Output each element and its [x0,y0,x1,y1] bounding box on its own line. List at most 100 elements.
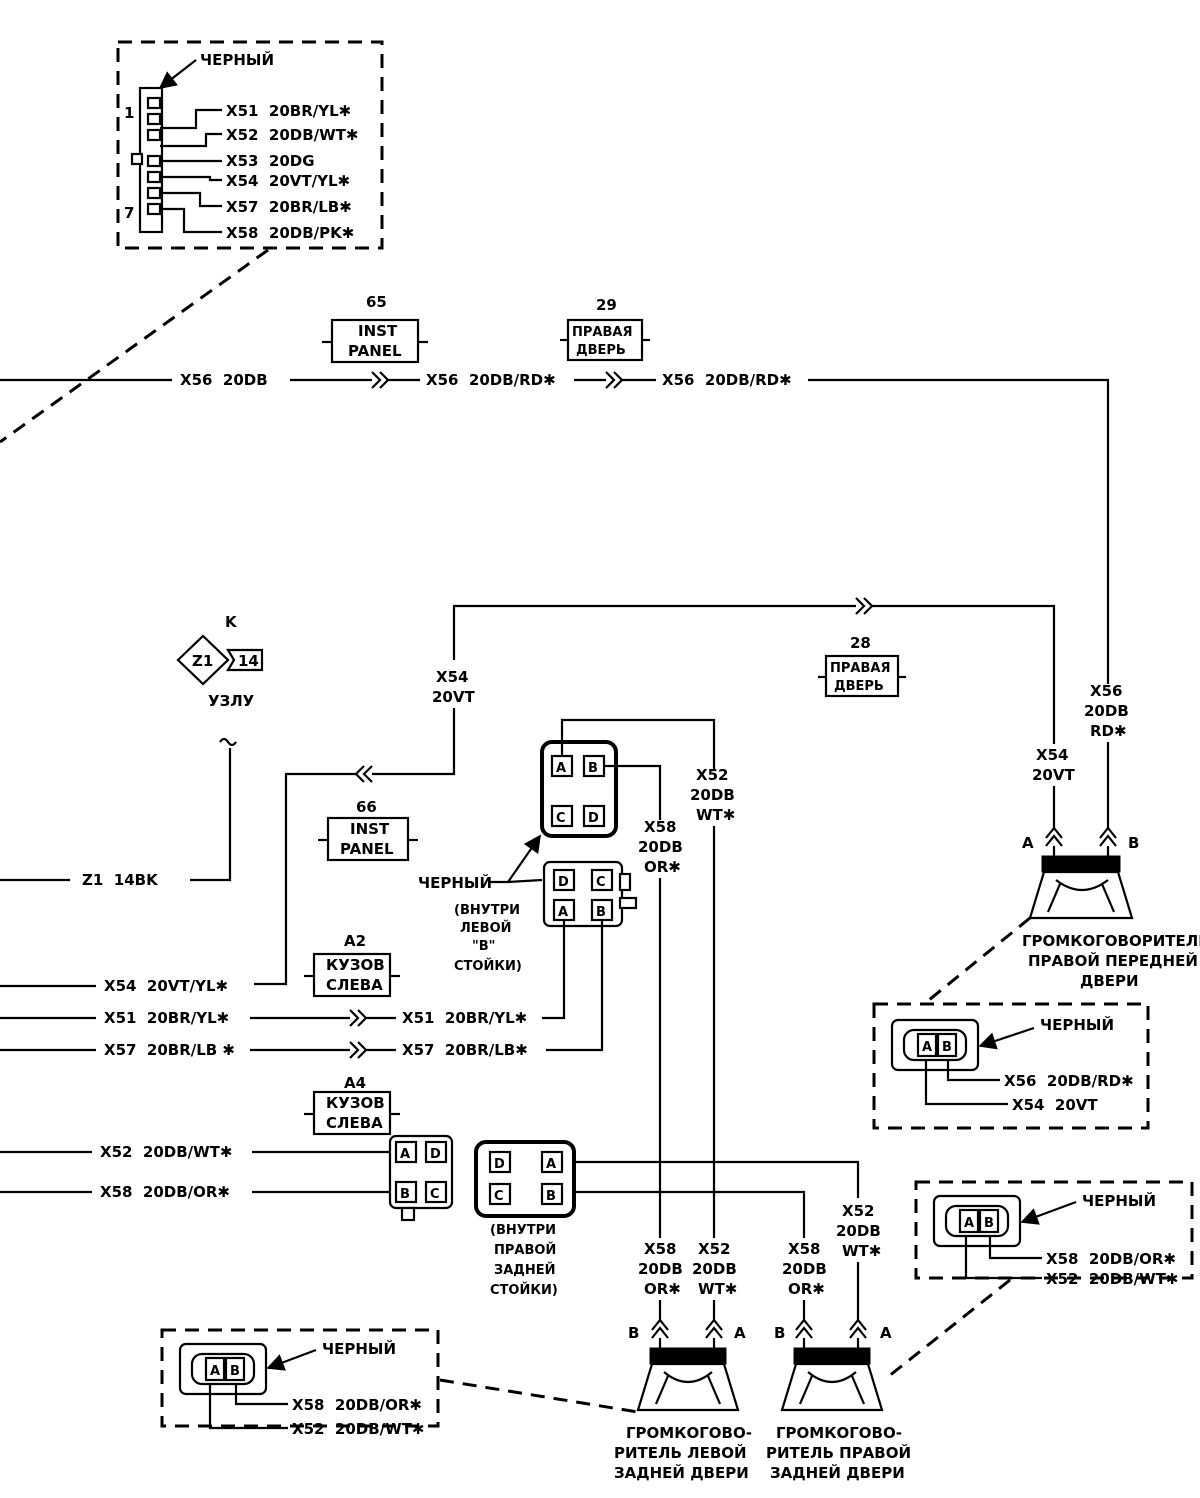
svg-text:WT✱: WT✱ [842,1242,881,1260]
speaker-rf-line2: ПРАВОЙ ПЕРЕДНЕЙ [1028,951,1198,970]
svg-text:20DB: 20DB [782,1260,827,1278]
svg-text:PANEL: PANEL [348,342,402,360]
speaker-rr-line1: ГРОМКОГОВО- [776,1424,902,1442]
speaker-right-rear: X58 20DB OR✱ B A ГРОМКОГОВО- РИТЕЛЬ ПРАВ… [766,1240,911,1482]
svg-text:D: D [558,875,569,890]
svg-text:66: 66 [356,798,377,816]
wire-x56-mid-label: X56 20DB/RD✱ [426,371,556,389]
wire-z1-label: Z1 14BK [82,871,159,889]
wire-x54-route: X54 20VT [254,597,1056,986]
svg-text:29: 29 [596,296,617,314]
wire-x56-top: X56 20DB X56 20DB/RD✱ X56 20DB/RD✱ [0,371,1110,684]
svg-text:X52 20DB/WT✱: X52 20DB/WT✱ [292,1420,424,1438]
svg-text:A: A [546,1157,556,1172]
speaker-right-front: X56 20DB RD✱ X54 20VT A B ГРОМКОГОВОРИТЕ… [1022,682,1200,990]
wire-x56-right-label: X56 20DB/RD✱ [662,371,792,389]
splice-28: 28 ПРАВАЯ ДВЕРЬ [818,634,906,698]
top-wire-x57: X57 20BR/LB✱ [226,198,352,216]
svg-text:RD✱: RD✱ [1090,722,1127,740]
splice-a2: A2 КУЗОВ СЛЕВА [304,932,400,998]
svg-text:C: C [430,1187,440,1202]
splice-a4: A4 КУЗОВ СЛЕВА [304,1074,400,1136]
speaker-lr-line3: ЗАДНЕЙ ДВЕРИ [614,1463,749,1482]
b-pillar-color: ЧЕРНЫЙ [418,873,492,892]
svg-text:D: D [588,811,599,826]
speaker-rr-line3: ЗАДНЕЙ ДВЕРИ [770,1463,905,1482]
svg-text:C: C [556,811,566,826]
top-wire-x52: X52 20DB/WT✱ [226,126,358,144]
svg-text:20DB: 20DB [692,1260,737,1278]
connector-b-pillar-bottom: D C A B ЧЕРНЫЙ (ВНУТРИ ЛЕВОЙ "B" СТОЙКИ) [418,834,638,974]
speaker-rf-line1: ГРОМКОГОВОРИТЕЛЬ [1022,932,1200,950]
svg-text:OR✱: OR✱ [788,1280,825,1298]
svg-text:D: D [494,1157,505,1172]
inset-right-front-connector: A B ЧЕРНЫЙ X56 20DB/RD✱ X54 20VT [872,1002,1150,1130]
svg-text:B: B [400,1187,410,1202]
svg-text:X57 20BR/LB ✱: X57 20BR/LB ✱ [104,1041,235,1059]
speaker-left-rear: X58 20DB OR✱ X52 20DB WT✱ B A ГРОМКОГОВО… [614,1240,752,1482]
svg-text:КУЗОВ: КУЗОВ [326,956,385,974]
svg-text:X54 20VT/YL✱: X54 20VT/YL✱ [104,977,228,995]
svg-text:X58 20DB/OR✱: X58 20DB/OR✱ [1046,1250,1176,1268]
pin-number-last: 7 [124,204,134,222]
svg-text:ПРАВАЯ: ПРАВАЯ [572,325,632,340]
inset-left-rear-connector: A B ЧЕРНЫЙ X58 20DB/OR✱ X52 20DB/WT✱ [160,1328,440,1438]
svg-text:WT✱: WT✱ [698,1280,737,1298]
splice-66: 66 INST PANEL [318,798,418,862]
svg-text:B: B [546,1189,556,1204]
svg-text:КУЗОВ: КУЗОВ [326,1094,385,1112]
svg-text:ЧЕРНЫЙ: ЧЕРНЫЙ [1082,1191,1156,1210]
wires-left-a2: X54 20VT/YL✱ X51 20BR/YL✱ X51 20BR/YL✱ X… [0,977,528,1059]
top-connector-color: ЧЕРНЫЙ [200,50,274,69]
svg-text:X56 20DB/RD✱: X56 20DB/RD✱ [1004,1072,1134,1090]
wires-left-a4: X52 20DB/WT✱ X58 20DB/OR✱ [0,1143,390,1201]
top-connector-inset: ЧЕРНЫЙ 1 7 X51 20BR/YL✱ X52 20DB/WT✱ X53… [116,40,384,250]
svg-text:СТОЙКИ): СТОЙКИ) [490,1282,558,1298]
svg-text:X58: X58 [644,1240,676,1258]
speaker-rr-line2: РИТЕЛЬ ПРАВОЙ [766,1443,911,1462]
svg-text:20DB: 20DB [690,786,735,804]
top-wire-x58: X58 20DB/PK✱ [226,224,354,242]
svg-text:A: A [210,1364,220,1379]
svg-text:ПРАВАЯ: ПРАВАЯ [830,661,890,676]
svg-text:14: 14 [238,652,259,670]
svg-text:СЛЕВА: СЛЕВА [326,976,383,994]
svg-text:A4: A4 [344,1074,366,1092]
svg-text:C: C [596,875,606,890]
svg-text:ЗАДНЕЙ: ЗАДНЕЙ [494,1262,556,1278]
svg-text:D: D [430,1147,441,1162]
svg-text:WT✱: WT✱ [696,806,735,824]
connector-rear-pillar: D A C B (ВНУТРИ ПРАВОЙ ЗАДНЕЙ СТОЙКИ) [474,1140,576,1298]
svg-text:ПРАВОЙ: ПРАВОЙ [494,1242,556,1258]
svg-text:X57 20BR/LB✱: X57 20BR/LB✱ [402,1041,528,1059]
svg-text:ЧЕРНЫЙ: ЧЕРНЫЙ [1040,1015,1114,1034]
svg-text:INST: INST [358,322,398,340]
svg-text:B: B [942,1040,952,1055]
svg-text:A: A [556,761,566,776]
svg-text:X52: X52 [842,1202,874,1220]
ground-label: УЗЛУ [208,692,255,710]
svg-text:A2: A2 [344,932,366,950]
svg-text:X52 20DB/WT✱: X52 20DB/WT✱ [1046,1270,1178,1288]
svg-text:A: A [1022,834,1034,852]
svg-text:A: A [964,1216,974,1231]
svg-text:X54 20VT: X54 20VT [1012,1096,1098,1114]
top-connector-cavities [146,96,162,216]
svg-text:20VT: 20VT [432,688,475,706]
svg-text:ДВЕРЬ: ДВЕРЬ [576,343,626,358]
svg-text:20VT: 20VT [1032,766,1075,784]
svg-text:65: 65 [366,293,387,311]
svg-text:X58 20DB/OR✱: X58 20DB/OR✱ [292,1396,422,1414]
svg-text:ЧЕРНЫЙ: ЧЕРНЫЙ [322,1339,396,1358]
svg-text:(ВНУТРИ: (ВНУТРИ [490,1223,556,1238]
svg-text:X54: X54 [1036,746,1068,764]
svg-text:20DB: 20DB [638,1260,683,1278]
svg-text:B: B [230,1364,240,1379]
svg-text:C: C [494,1189,504,1204]
svg-text:K: K [225,613,238,631]
svg-text:"B": "B" [472,939,495,954]
ground-splice: K Z1 14 УЗЛУ Z1 14BK [0,613,264,889]
speaker-lr-line1: ГРОМКОГОВО- [626,1424,752,1442]
svg-text:X54: X54 [436,668,468,686]
